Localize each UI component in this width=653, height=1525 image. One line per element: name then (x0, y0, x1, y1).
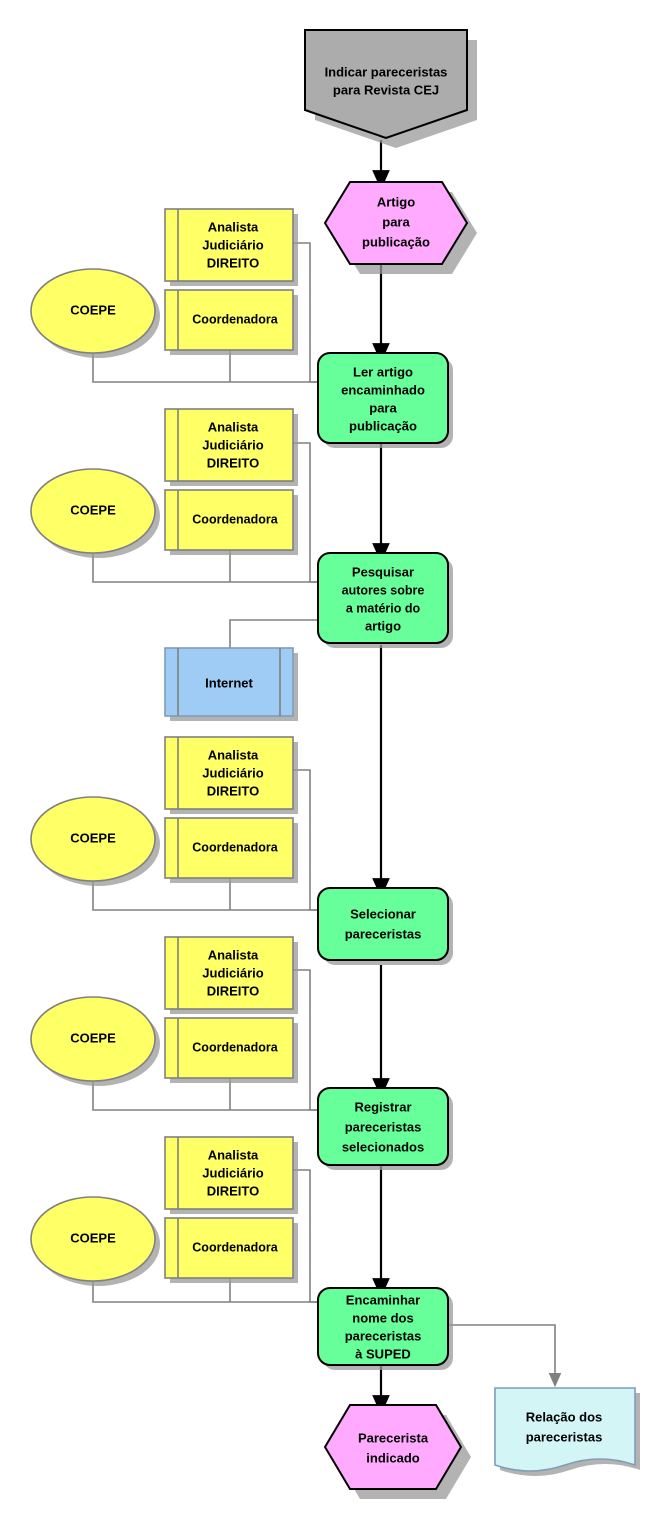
role-1-analista-line2: Judiciário (202, 237, 263, 252)
event-artigo-label-line1: Artigo (377, 194, 415, 209)
process1-line3: para (369, 400, 397, 415)
role-3-analista-line2: Judiciário (202, 765, 263, 780)
flow-connectors (372, 140, 562, 1415)
role-3-analista-box[interactable] (164, 736, 294, 810)
node-process-ler-artigo[interactable]: Ler artigo encaminhado para publicação (317, 352, 453, 448)
event-end-shape (323, 1404, 463, 1490)
role-2-coordenadora-box[interactable] (164, 489, 294, 551)
node-system-internet[interactable]: Internet (164, 647, 298, 721)
document-line1: Relação dos (526, 1409, 603, 1424)
node-start-terminal[interactable]: Indicar pareceristas para Revista CEJ (304, 29, 477, 148)
process1-line4: publicação (349, 418, 417, 433)
role-group-5: COEPE Analista Judiciário DIREITO Coorde… (30, 1136, 298, 1286)
role-group-3: COEPE Analista Judiciário DIREITO Coorde… (30, 736, 298, 886)
role-connectors (92, 242, 318, 1303)
process3-line2: pareceristas (345, 926, 422, 941)
role-4-coordenadora-box[interactable] (164, 1017, 294, 1079)
start-terminal-label-line2: para Revista CEJ (333, 82, 439, 97)
role-5-coordenadora-label: Coordenadora (192, 1240, 278, 1254)
process4-line2: pareceristas (345, 1119, 422, 1134)
coepe-3-label: COEPE (70, 830, 116, 845)
process2-line3: a matério do (346, 601, 421, 615)
role-5-coordenadora-box[interactable] (164, 1217, 294, 1279)
event-artigo-label-line3: publicação (362, 234, 430, 249)
coepe-5-label: COEPE (70, 1230, 116, 1245)
role-3-analista-line3: DIREITO (207, 783, 260, 798)
role-4-analista-box[interactable] (164, 936, 294, 1010)
role-1-coordenadora-box[interactable] (164, 289, 294, 351)
node-event-parecerista-indicado[interactable]: Parecerista indicado (323, 1404, 471, 1499)
role-4-analista-line3: DIREITO (207, 983, 260, 998)
internet-box (164, 647, 294, 717)
coepe-3-ellipse[interactable] (30, 796, 156, 882)
start-terminal-shape (304, 29, 468, 140)
process4-line3: selecionados (342, 1139, 424, 1154)
role-4-coordenadora-label: Coordenadora (192, 1040, 278, 1054)
role-2-analista-box[interactable] (164, 408, 294, 482)
role-1-coordenadora-label: Coordenadora (192, 312, 278, 326)
role-2-analista-line1: Analista (208, 419, 259, 434)
process1-shape (317, 352, 449, 444)
process2-line4: artigo (365, 618, 401, 633)
flow-process5-to-document (448, 1324, 562, 1388)
role-group-4: COEPE Analista Judiciário DIREITO Coorde… (30, 936, 298, 1086)
coepe-1-label: COEPE (70, 302, 116, 317)
role-group-1: COEPE Analista Judiciário DIREITO Coorde… (30, 208, 298, 358)
process3-shape (317, 887, 449, 961)
coepe-2-label: COEPE (70, 502, 116, 517)
role-3-analista-line1: Analista (208, 747, 259, 762)
role-2-coordenadora-label: Coordenadora (192, 512, 278, 526)
process5-line3: pareceristas (345, 1328, 422, 1343)
node-process-pesquisar-autores[interactable]: Pesquisar autores sobre a matério do art… (317, 552, 453, 648)
coepe-4-ellipse[interactable] (30, 996, 156, 1082)
node-process-registrar-pareceristas[interactable]: Registrar pareceristas selecionados (317, 1087, 453, 1170)
node-event-artigo[interactable]: Artigo para publicação (323, 181, 477, 274)
document-line2: pareceristas (526, 1429, 603, 1444)
process5-line4: à SUPED (355, 1346, 411, 1361)
coepe-4-label: COEPE (70, 1030, 116, 1045)
role-4-analista-line1: Analista (208, 947, 259, 962)
start-terminal-label-line1: Indicar pareceristas (325, 64, 448, 79)
process2-shape (317, 552, 449, 644)
connector-process2-to-internet (229, 619, 318, 648)
node-process-selecionar-pareceristas[interactable]: Selecionar pareceristas (317, 887, 453, 965)
role-3-coordenadora-box[interactable] (164, 817, 294, 879)
process5-line1: Encaminhar (346, 1292, 420, 1307)
role-2-analista-line3: DIREITO (207, 455, 260, 470)
process4-line1: Registrar (354, 1099, 411, 1114)
process2-line1: Pesquisar (352, 564, 414, 579)
event-end-line1: Parecerista (358, 1430, 429, 1445)
internet-label: Internet (205, 675, 253, 690)
role-5-analista-line3: DIREITO (207, 1183, 260, 1198)
process5-shape (317, 1287, 449, 1366)
process4-shape (317, 1087, 449, 1166)
event-end-line2: indicado (366, 1450, 420, 1465)
document-shape (494, 1387, 636, 1472)
role-1-analista-line3: DIREITO (207, 255, 260, 270)
coepe-1-ellipse[interactable] (30, 268, 156, 354)
role-5-analista-line2: Judiciário (202, 1165, 263, 1180)
role-4-analista-line2: Judiciário (202, 965, 263, 980)
node-document-relacao[interactable]: Relação dos pareceristas (494, 1387, 640, 1476)
coepe-5-ellipse[interactable] (30, 1196, 156, 1282)
node-process-encaminhar-nome[interactable]: Encaminhar nome dos pareceristas à SUPED (317, 1287, 453, 1370)
process3-line1: Selecionar (350, 906, 416, 921)
role-2-analista-line2: Judiciário (202, 437, 263, 452)
role-5-analista-line1: Analista (208, 1147, 259, 1162)
role-group-2: COEPE Analista Judiciário DIREITO Coorde… (30, 408, 298, 558)
role-3-coordenadora-label: Coordenadora (192, 840, 278, 854)
coepe-2-ellipse[interactable] (30, 468, 156, 554)
process1-line2: encaminhado (341, 382, 425, 397)
role-5-analista-box[interactable] (164, 1136, 294, 1210)
process2-line2: autores sobre (342, 583, 425, 597)
process5-line2: nome dos (352, 1310, 413, 1325)
event-artigo-shape (323, 181, 469, 265)
event-artigo-label-line2: para (382, 214, 410, 229)
role-1-analista-box[interactable] (164, 208, 294, 282)
process1-line1: Ler artigo (353, 364, 413, 379)
role-1-analista-line1: Analista (208, 219, 259, 234)
